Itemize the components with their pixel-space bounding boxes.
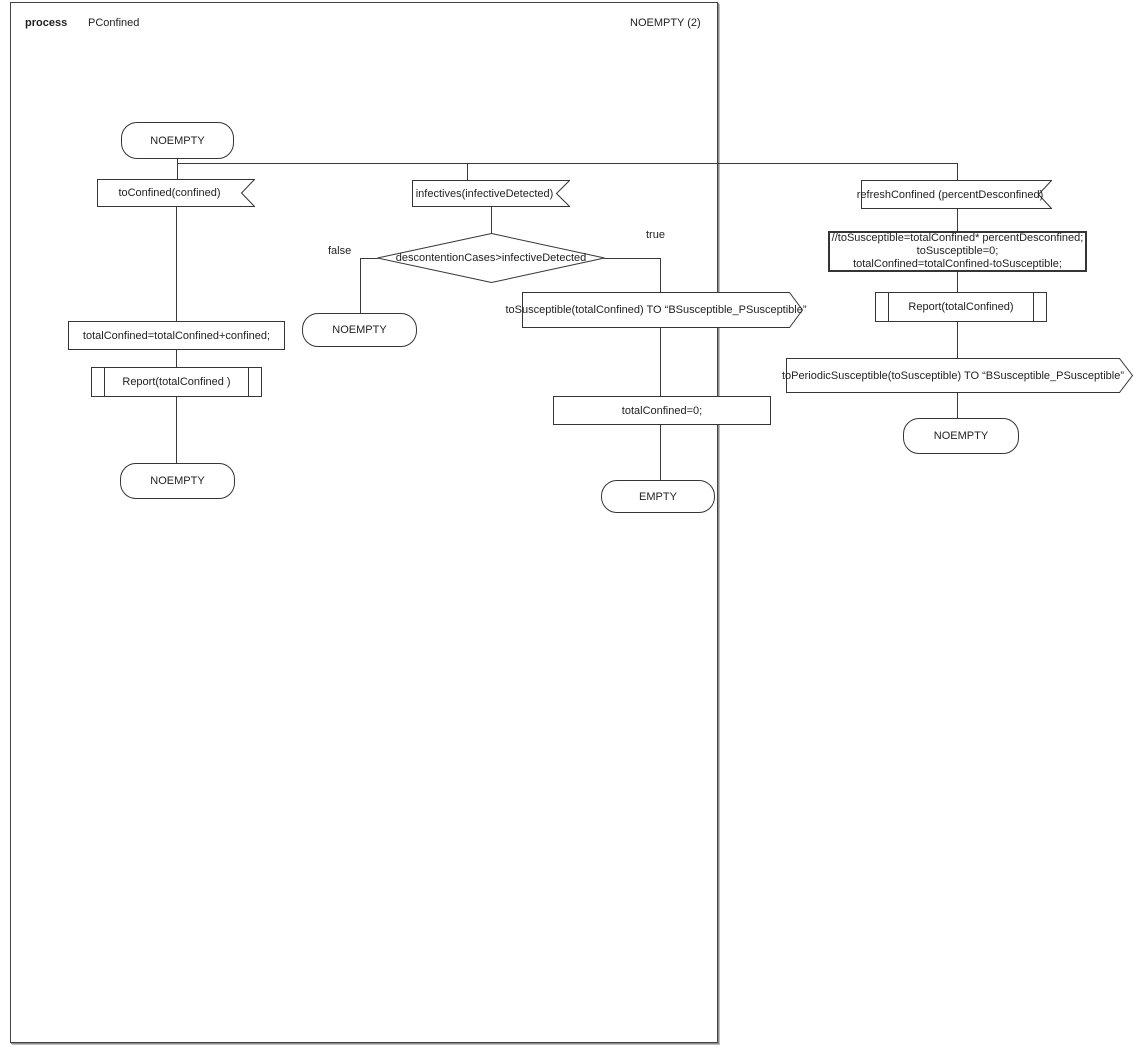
task-reset-label: totalConfined=0; [621, 404, 703, 417]
connector-line [360, 258, 361, 314]
task-refresh-line1: //toSusceptible=totalConfined* percentDe… [831, 232, 1084, 244]
connector-line [660, 423, 661, 481]
state-noempty-start[interactable]: NOEMPTY [121, 122, 234, 159]
decision-descontention[interactable]: descontentionCases>infectiveDetected [377, 233, 605, 283]
connector-line [177, 163, 958, 164]
input-infectives-label: infectives(infectiveDetected) [415, 187, 554, 200]
connector-line [660, 328, 661, 396]
state-empty-end[interactable]: EMPTY [601, 480, 715, 513]
state-noempty-left-end-label: NOEMPTY [150, 475, 205, 487]
procedure-report-right[interactable]: Report(totalConfined) [875, 292, 1047, 322]
output-tosusceptible[interactable]: toSusceptible(totalConfined) TO “BSuscep… [505, 292, 807, 328]
connector-line [957, 320, 958, 358]
connector-line [604, 258, 661, 259]
connector-line [957, 163, 958, 181]
procedure-bar [104, 368, 105, 396]
state-empty-end-label: EMPTY [639, 490, 677, 503]
procedure-bar [248, 368, 249, 396]
connector-line [957, 209, 958, 231]
input-toconfined[interactable]: toConfined(confined) [97, 179, 255, 207]
process-keyword-label: process [25, 17, 68, 29]
task-reset[interactable]: totalConfined=0; [553, 396, 771, 425]
task-refresh-line2: toSusceptible=0; [916, 245, 999, 257]
connector-line [176, 348, 177, 367]
procedure-report-right-label: Report(totalConfined) [908, 301, 1014, 313]
output-toperiodicsusceptible[interactable]: toPeriodicSusceptible(toSusceptible) TO … [782, 358, 1133, 393]
connector-line [957, 393, 958, 419]
connector-line [467, 163, 468, 181]
input-toconfined-label: toConfined(confined) [118, 187, 221, 199]
output-tosusceptible-label: toSusceptible(totalConfined) TO “BSuscep… [505, 304, 807, 316]
branch-label-true: true [646, 229, 665, 241]
decision-descontention-label: descontentionCases>infectiveDetected [395, 252, 587, 264]
output-toperiodicsusceptible-label: toPeriodicSusceptible(toSusceptible) TO … [782, 369, 1124, 382]
procedure-report-left-label: Report(totalConfined ) [122, 376, 231, 388]
state-noempty-right-end[interactable]: NOEMPTY [903, 418, 1019, 454]
connector-line [957, 272, 958, 292]
connector-line [660, 258, 661, 293]
state-noempty-false-end-label: NOEMPTY [332, 324, 387, 336]
connector-line [491, 207, 492, 234]
connector-line [176, 206, 177, 321]
procedure-report-left[interactable]: Report(totalConfined ) [91, 367, 262, 397]
state-noempty-false-end[interactable]: NOEMPTY [302, 313, 417, 347]
procedure-bar [1033, 293, 1034, 321]
procedure-bar [888, 293, 889, 321]
connector-line [177, 157, 178, 180]
task-refresh-line3: totalConfined=totalConfined-toSusceptibl… [853, 258, 1062, 270]
process-frame [10, 2, 718, 1043]
input-refreshconfined-label: refreshConfined (percentDesconfined) [856, 188, 1044, 201]
connector-line [360, 258, 378, 259]
branch-label-false: false [328, 245, 352, 257]
task-accumulate[interactable]: totalConfined=totalConfined+confined; [68, 321, 285, 350]
input-refreshconfined[interactable]: refreshConfined (percentDesconfined) [856, 180, 1052, 209]
task-refresh[interactable]: //toSusceptible=totalConfined* percentDe… [828, 231, 1087, 272]
state-noempty-left-end[interactable]: NOEMPTY [120, 463, 235, 499]
task-accumulate-label: totalConfined=totalConfined+confined; [82, 329, 271, 342]
connector-line [176, 395, 177, 463]
process-name-label: PConfined [88, 17, 140, 29]
state-noempty-right-end-label: NOEMPTY [933, 430, 989, 442]
page-state-label: NOEMPTY (2) [630, 17, 701, 29]
state-noempty-start-label: NOEMPTY [150, 134, 205, 147]
input-infectives[interactable]: infectives(infectiveDetected) [412, 180, 570, 207]
